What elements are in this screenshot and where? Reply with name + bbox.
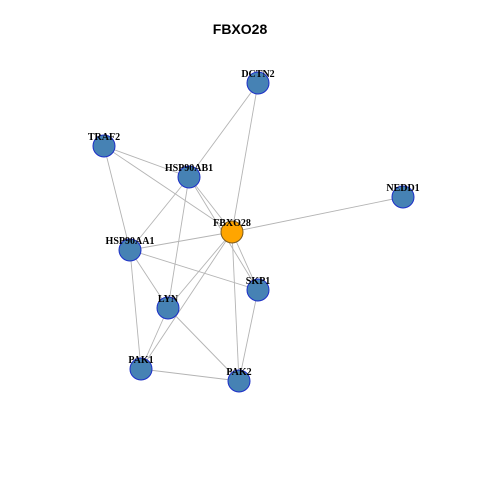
node-circle [92, 134, 116, 158]
edge-skp1-pak2 [238, 289, 259, 382]
edge-traf2-hsp90aa1 [103, 145, 131, 251]
edge-fbxo28-pak1 [140, 231, 233, 370]
node-circle [246, 71, 270, 95]
node-label: FBXO28 [213, 218, 251, 229]
node-circle [227, 369, 251, 393]
node-label: LYN [158, 294, 179, 305]
edge-fbxo28-hsp90ab1 [188, 176, 233, 233]
node-circle [129, 357, 153, 381]
edge-traf2-hsp90ab1 [103, 145, 190, 178]
node-label: TRAF2 [88, 132, 120, 143]
edge-fbxo28-dctn2 [231, 82, 259, 233]
edge-fbxo28-nedd1 [231, 196, 404, 233]
node-nedd1: NEDD1 [386, 183, 420, 209]
node-dctn2: DCTN2 [241, 69, 275, 95]
edge-fbxo28-lyn [167, 231, 233, 309]
node-label: NEDD1 [386, 183, 419, 194]
nodes-layer: FBXO28 DCTN2TRAF2HSP90AB1NEDD1HSP90AA1SKP… [88, 69, 420, 393]
node-label: PAK2 [226, 367, 251, 378]
edge-hsp90aa1-pak1 [129, 249, 142, 370]
edges-layer [103, 82, 404, 382]
edge-hsp90ab1-hsp90aa1 [129, 176, 190, 251]
node-fbxo28: FBXO28 [213, 218, 251, 244]
edge-fbxo28-traf2 [103, 145, 233, 233]
node-label: HSP90AB1 [165, 163, 213, 174]
node-label: DCTN2 [241, 69, 274, 80]
edge-lyn-pak2 [167, 307, 240, 382]
node-lyn: LYN [156, 294, 180, 320]
node-hsp90ab1: HSP90AB1 [165, 163, 213, 189]
node-circle [177, 165, 201, 189]
edge-hsp90ab1-lyn [167, 176, 190, 309]
edge-dctn2-hsp90ab1 [188, 82, 259, 178]
edge-hsp90aa1-skp1 [129, 249, 259, 291]
edge-fbxo28-hsp90aa1 [129, 231, 233, 251]
node-traf2: TRAF2 [88, 132, 120, 158]
node-label: SKP1 [246, 276, 270, 287]
edge-fbxo28-pak2 [231, 231, 240, 382]
edge-pak1-pak2 [140, 368, 240, 382]
node-label: PAK1 [128, 355, 153, 366]
figure-title: FBXO28 [212, 21, 268, 37]
node-circle [246, 278, 270, 302]
node-circle [220, 220, 244, 244]
node-pak1: PAK1 [128, 355, 154, 381]
node-hsp90aa1: HSP90AA1 [106, 236, 155, 262]
node-skp1: SKP1 [246, 276, 270, 302]
node-circle [156, 296, 180, 320]
node-pak2: PAK2 [226, 367, 252, 393]
node-circle [118, 238, 142, 262]
edge-hsp90aa1-lyn [129, 249, 169, 309]
node-circle [391, 185, 415, 209]
node-label: HSP90AA1 [106, 236, 155, 247]
